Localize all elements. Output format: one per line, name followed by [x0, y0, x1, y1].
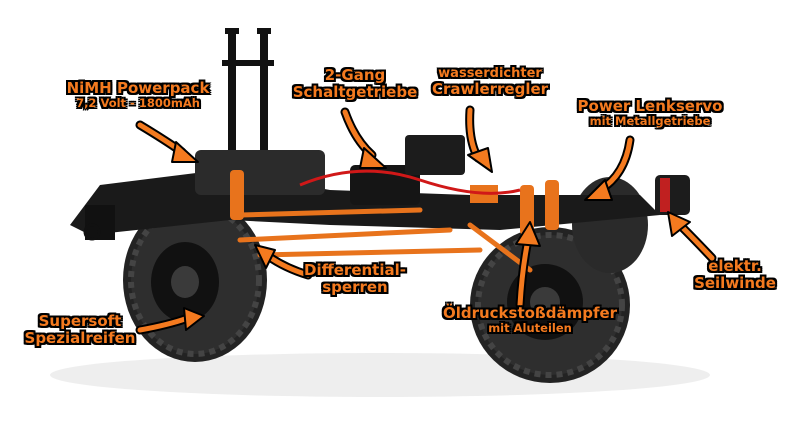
servo-line2: mit Metallgetriebe	[589, 113, 711, 128]
label-winch: elektr. Seilwinde	[690, 258, 780, 291]
powerpack-title: NiMH Powerpack	[66, 79, 210, 97]
label-shocks: Öldruckstoßdämpfer mit Aluteilen	[435, 305, 625, 334]
front-wheel	[470, 227, 630, 383]
rear-wheel	[123, 198, 267, 362]
label-tires: Supersoft Spezialreifen	[15, 313, 145, 346]
label-gearbox: 2-Gang Schaltgetriebe	[290, 67, 420, 100]
tires-line1: Supersoft	[38, 312, 122, 330]
label-servo: Power Lenkservo mit Metallgetriebe	[570, 98, 730, 127]
shocks-line2: mit Aluteilen	[488, 320, 572, 335]
shock-absorbers	[230, 170, 559, 235]
arrow-tires	[135, 307, 205, 335]
differential-line2: sperren	[322, 277, 388, 296]
arrow-winch	[667, 211, 717, 263]
battery-pack	[195, 150, 325, 195]
powerpack-spec: 7,2 Volt - 1800mAh	[76, 95, 200, 110]
arrow-regulator	[465, 105, 493, 173]
label-regulator: wasserdichter Crawlerregler	[420, 66, 560, 99]
differential-line1: Differential-	[304, 261, 406, 279]
winch-line1: elektr.	[708, 257, 762, 275]
red-wires	[299, 169, 521, 195]
servo-line1: Power Lenkservo	[577, 97, 723, 115]
regulator-line2: Crawlerregler	[431, 80, 549, 99]
ground-shadow	[50, 353, 710, 397]
gearbox-line1: 2-Gang	[324, 66, 386, 84]
regulator-line1: wasserdichter	[438, 66, 542, 81]
servo-block	[405, 135, 465, 175]
winch-line2: Seilwinde	[694, 273, 776, 292]
gearbox-line2: Schaltgetriebe	[292, 82, 418, 101]
arrow-servo	[584, 135, 635, 201]
label-powerpack: NiMH Powerpack 7,2 Volt - 1800mAh	[38, 80, 238, 109]
arrow-shocks	[515, 221, 541, 310]
arrow-differential	[254, 244, 313, 280]
arrow-gearbox	[340, 107, 387, 169]
label-differential: Differential- sperren	[300, 262, 410, 295]
arrow-powerpack	[135, 120, 199, 163]
shocks-line1: Öldruckstoßdämpfer	[442, 304, 618, 322]
tires-line2: Spezialreifen	[24, 328, 136, 347]
suspension-links	[237, 207, 533, 273]
